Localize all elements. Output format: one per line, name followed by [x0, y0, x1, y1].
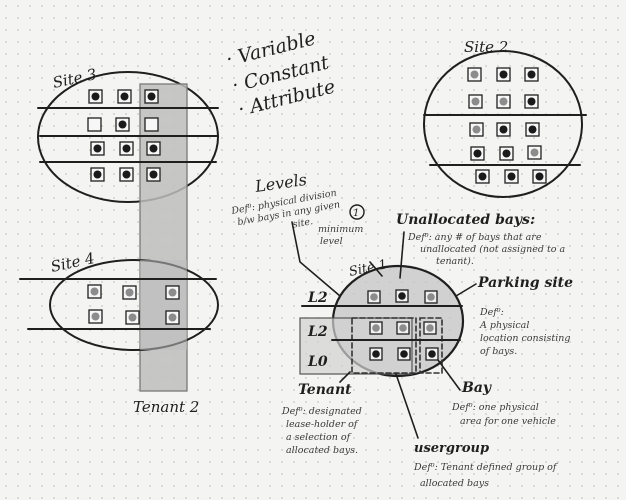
unallocated-def-line: Def⁰: any # of bays that are	[407, 232, 542, 243]
bay	[532, 169, 547, 184]
tenant-title: Tenant	[298, 382, 352, 398]
level-label-l0: L0	[307, 354, 328, 370]
bay	[470, 146, 485, 161]
level-label-l2: L2	[307, 290, 328, 306]
bay	[369, 321, 383, 335]
site-1	[299, 264, 465, 378]
bay	[90, 141, 105, 156]
bay-title: Bay	[461, 380, 492, 396]
site-4-ellipse	[49, 259, 219, 351]
bay	[496, 122, 511, 137]
unallocated-def-line: unallocated (not assigned to a	[420, 244, 566, 255]
bay	[144, 117, 159, 132]
bay-connector	[437, 359, 461, 391]
bay	[87, 117, 102, 132]
bay	[469, 122, 484, 137]
bay	[527, 145, 542, 160]
usergroup-connector	[395, 373, 419, 439]
bay	[504, 169, 519, 184]
bay	[165, 285, 180, 300]
bay	[119, 167, 134, 182]
bay	[144, 89, 159, 104]
site-2-label: Site 2	[464, 38, 508, 56]
parking-site-title: Parking site	[477, 275, 573, 291]
bay	[397, 347, 411, 361]
bay	[146, 167, 161, 182]
tenant-def-line: lease-holder of	[286, 419, 359, 430]
site-2	[423, 50, 587, 198]
bay	[115, 117, 130, 132]
bay	[122, 285, 137, 300]
bay	[369, 347, 383, 361]
unallocated-title: Unallocated bays:	[396, 212, 535, 228]
unallocated-def-line: tenant).	[436, 256, 474, 267]
parking-site-def-line: location consisting	[480, 333, 570, 344]
levels-def-line: site.	[292, 216, 314, 230]
parking-site-def-line: A physical	[479, 320, 529, 331]
bay	[90, 167, 105, 182]
usergroup-def-line: allocated bays	[420, 478, 489, 489]
site-4	[19, 259, 219, 351]
tenant-def-line: allocated bays.	[286, 445, 358, 456]
bay	[165, 310, 180, 325]
tenant-2-label: Tenant 2	[133, 398, 199, 416]
bay	[525, 122, 540, 137]
bay-def-line: Def⁰: one physical	[451, 402, 539, 413]
levels-def-line: minimum	[318, 224, 363, 235]
tenant-connector	[339, 371, 351, 383]
usergroup-title: usergroup	[414, 441, 489, 456]
levels-def-line: level	[320, 236, 343, 247]
bay	[524, 94, 539, 109]
levels-title: Levels	[253, 170, 308, 196]
bay	[146, 141, 161, 156]
tenant-def-line: Def⁰: designated	[281, 406, 362, 417]
unallocated-connector	[399, 231, 405, 279]
circled-number	[349, 204, 365, 220]
bay	[499, 146, 514, 161]
parking-site-def-line: Def⁰:	[479, 307, 504, 318]
site-3	[37, 71, 219, 392]
usergroup-zone-small	[419, 317, 443, 374]
levels-connector	[291, 221, 341, 297]
bay	[87, 284, 102, 299]
site1-label-connector	[369, 261, 383, 277]
bay	[88, 309, 103, 324]
bay	[395, 289, 409, 303]
level-label-l2: L2	[307, 324, 328, 340]
connectors	[291, 221, 477, 439]
bay	[496, 67, 511, 82]
usergroup-def-line: Def⁰: Tenant defined group of	[413, 462, 558, 473]
legend: · Variable · Constant · Attribute	[224, 27, 338, 120]
bay	[496, 94, 511, 109]
bay	[88, 89, 103, 104]
bay-def-line: area for one vehicle	[460, 416, 556, 427]
bay	[424, 290, 438, 304]
site-3-label: Site 3	[51, 65, 98, 92]
circled-number-text: 1	[353, 208, 359, 219]
tenant-zone	[299, 317, 413, 375]
usergroup-zone	[351, 317, 417, 374]
site-2-ellipse	[423, 50, 583, 198]
bay	[475, 169, 490, 184]
bay	[467, 67, 482, 82]
tenant-2-band-overlay	[140, 260, 187, 350]
bay	[468, 94, 483, 109]
bay	[524, 67, 539, 82]
tenant-def-line: a selection of	[286, 432, 352, 443]
bay	[423, 321, 437, 335]
bay	[425, 347, 439, 361]
bay	[119, 141, 134, 156]
bay	[367, 290, 381, 304]
bay	[117, 89, 132, 104]
parking-site-def-line: of bays.	[480, 346, 517, 357]
bay	[125, 310, 140, 325]
parking-site-connector	[455, 283, 477, 297]
site-4-label: Site 4	[49, 249, 96, 276]
bay	[396, 321, 410, 335]
